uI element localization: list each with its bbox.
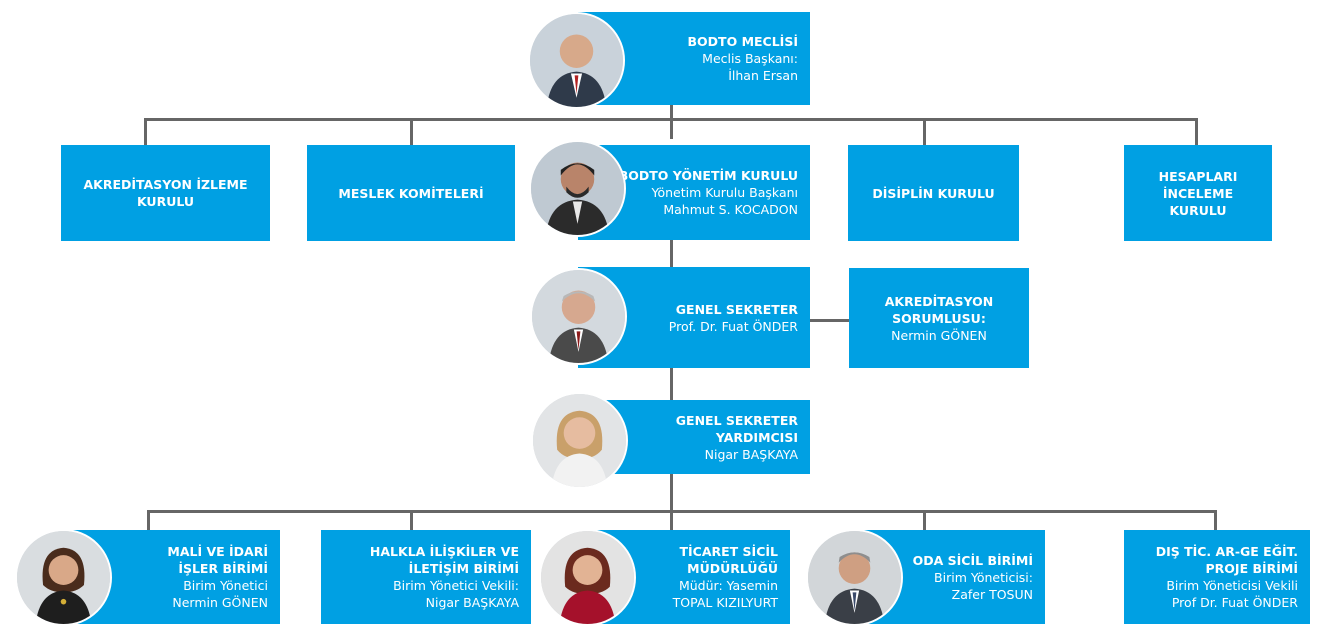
node-title: GENEL SEKRETER [675,412,798,428]
node-person: Prof Dr. Fuat ÖNDER [1171,595,1298,610]
node-role: Birim Yöneticisi: [934,569,1033,585]
node-title: AKREDİTASYON [884,293,994,309]
node-title: KURULU [136,194,195,209]
node-person: İlhan Ersan [728,68,798,83]
person-photo-avatar [529,140,626,237]
node-person: Mahmut S. KOCADON [663,202,798,217]
connector-line [144,118,1198,121]
node-title: SORUMLUSU: [892,310,986,326]
node-title: DIŞ TİC. AR-GE EĞİT. [1155,544,1298,559]
node-meslek-komiteleri: MESLEK KOMİTELERİ [307,145,515,241]
node-title: MALİ VE İDARİ [167,544,268,559]
connector-line [670,474,673,512]
node-title: HESAPLARI İNCELEME [1158,168,1238,201]
node-title: TİCARET SİCİL [679,544,778,559]
node-title: MESLEK KOMİTELERİ [338,185,484,201]
node-akreditasyon-izleme-kurulu: AKREDİTASYON İZLEME KURULU [61,145,270,241]
connector-line [923,510,926,530]
node-person: TOPAL KIZILYURT [672,595,778,610]
connector-line [923,118,926,145]
node-title: ODA SİCİL BİRİMİ [912,552,1033,568]
connector-line [410,510,413,530]
person-photo-avatar [15,529,112,626]
node-hesaplari-inceleme-kurulu: HESAPLARI İNCELEME KURULU [1124,145,1272,241]
node-title: DİSİPLİN KURULU [872,185,995,201]
node-role: Birim Yöneticisi Vekili [1166,578,1298,593]
node-role: Müdür: Yasemin [678,578,778,593]
connector-line [410,118,413,145]
node-person: Nermin GÖNEN [172,595,268,610]
node-role: Yönetim Kurulu Başkanı [651,185,798,200]
person-photo-avatar [539,529,636,626]
node-title: BODTO MECLİSİ [687,34,798,49]
node-title: HALKLA İLİŞKİLER VE [369,544,519,559]
connector-line [144,118,147,145]
connector-line [147,510,150,530]
node-person: Prof. Dr. Fuat ÖNDER [668,318,798,334]
connector-line [1195,118,1198,145]
node-title: GENEL SEKRETER [675,301,798,317]
person-photo-avatar [531,392,628,489]
node-person: Zafer TOSUN [951,586,1033,602]
connector-line [670,105,673,139]
node-title: İŞLER BİRİMİ [178,561,268,576]
node-title: MÜDÜRLÜĞÜ [687,561,778,576]
node-halkla-iliskiler-iletisim-birimi: HALKLA İLİŞKİLER VE İLETİŞİM BİRİMİ Biri… [321,530,531,624]
node-title: YARDIMCISI [715,429,798,445]
connector-line [1214,510,1217,530]
node-person: Nermin GÖNEN [891,327,987,343]
node-title: AKREDİTASYON İZLEME [83,177,248,192]
connector-line [147,510,1217,513]
node-title: BODTO YÖNETİM KURULU [618,168,798,183]
node-person: Nigar BAŞKAYA [425,595,519,610]
person-photo-avatar [530,268,627,365]
person-photo-avatar [806,529,903,626]
node-akreditasyon-sorumlusu: AKREDİTASYON SORUMLUSU: Nermin GÖNEN [849,268,1029,368]
node-title: KURULU [1169,202,1227,218]
connector-line [670,240,673,267]
node-role: Birim Yönetici [183,578,268,593]
node-disiplin-kurulu: DİSİPLİN KURULU [848,145,1019,241]
node-role: Birim Yönetici Vekili: [393,578,519,593]
node-role: Meclis Başkanı: [702,51,798,66]
connector-line [810,319,850,322]
person-photo-avatar [528,12,625,109]
node-dis-tic-arge-egit-proje-birimi: DIŞ TİC. AR-GE EĞİT. PROJE BİRİMİ Birim … [1124,530,1310,624]
node-person: Nigar BAŞKAYA [704,446,798,462]
node-title: PROJE BİRİMİ [1205,561,1299,576]
connector-line [670,368,673,400]
connector-line [670,510,673,530]
node-title: İLETİŞİM BİRİMİ [408,561,519,576]
